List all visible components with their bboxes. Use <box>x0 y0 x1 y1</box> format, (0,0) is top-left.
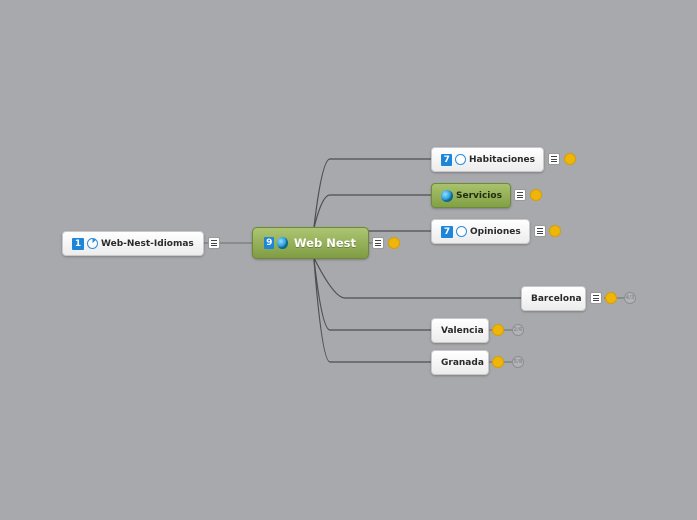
progress-pie-icon <box>456 226 467 237</box>
link-to-barcelona <box>313 257 521 299</box>
topic-barcelona[interactable]: Barcelona <box>521 286 586 311</box>
task-status-dot[interactable] <box>492 356 504 368</box>
task-status-dot[interactable] <box>605 292 617 304</box>
task-status-dot[interactable] <box>564 153 576 165</box>
central-topic-web-nest[interactable]: 9 Web Nest <box>252 227 369 259</box>
progress-pie-icon <box>87 238 98 249</box>
task-status-dot[interactable] <box>549 225 561 237</box>
topic-granada[interactable]: Granada <box>431 350 489 375</box>
topic-label: Web-Nest-Idiomas <box>101 238 194 249</box>
link-to-habitaciones <box>313 158 431 228</box>
link-to-valencia <box>313 258 431 331</box>
topic-label: Opiniones <box>470 226 521 237</box>
task-count-badge: 7 <box>441 153 453 166</box>
topic-opiniones[interactable]: 7 Opiniones <box>431 219 530 244</box>
task-status-dot[interactable] <box>492 324 504 336</box>
collapsed-children-indicator[interactable]: 5/8 <box>512 356 524 368</box>
task-count-badge: 7 <box>441 225 453 238</box>
topic-habitaciones[interactable]: 7 Habitaciones <box>431 147 544 172</box>
topic-servicios[interactable]: Servicios <box>431 183 511 208</box>
notes-icon[interactable] <box>514 189 526 201</box>
notes-icon[interactable] <box>534 225 546 237</box>
task-count-badge: 1 <box>72 237 84 250</box>
topic-valencia[interactable]: Valencia <box>431 318 489 343</box>
topic-label: Granada <box>441 357 484 368</box>
topic-label: Habitaciones <box>469 154 535 165</box>
topic-web-nest-idiomas[interactable]: 1 Web-Nest-Idiomas <box>62 231 204 256</box>
notes-icon[interactable] <box>208 237 220 249</box>
topic-label: Barcelona <box>531 293 582 304</box>
central-topic-label: Web Nest <box>293 236 356 250</box>
task-status-dot[interactable] <box>388 237 400 249</box>
globe-icon <box>441 189 453 202</box>
task-status-dot[interactable] <box>530 189 542 201</box>
collapsed-children-indicator[interactable]: 2/6 <box>512 324 524 336</box>
notes-icon[interactable] <box>548 153 560 165</box>
topic-label: Servicios <box>456 190 502 201</box>
progress-pie-icon <box>455 154 467 165</box>
collapsed-children-indicator[interactable]: 4/3 <box>624 292 636 304</box>
link-to-granada <box>313 259 431 363</box>
topic-label: Valencia <box>441 325 484 336</box>
notes-icon[interactable] <box>590 292 602 304</box>
task-count-badge: 9 <box>264 237 275 249</box>
notes-icon[interactable] <box>372 237 384 249</box>
link-to-servicios <box>313 194 431 229</box>
globe-icon <box>277 237 288 249</box>
